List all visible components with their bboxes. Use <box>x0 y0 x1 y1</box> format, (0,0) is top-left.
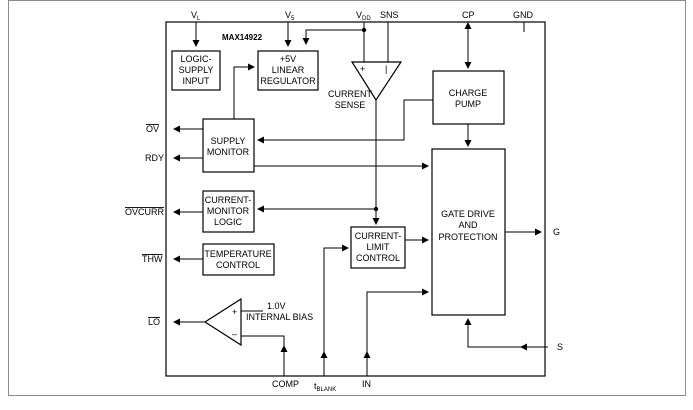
pin-sns-label: SNS <box>380 10 399 20</box>
sense-minus-sign: | <box>385 64 387 74</box>
pin-vdd-label: VDD <box>356 10 371 22</box>
current-monitor-label-3: LOGIC <box>214 217 243 227</box>
wire-in <box>366 288 429 376</box>
pin-gnd-label: GND <box>513 10 534 20</box>
chip-name: MAX14922 <box>222 33 263 42</box>
wire-s-gate <box>464 318 521 348</box>
pin-v5-label: V5 <box>285 10 295 22</box>
current-monitor-label-1: CURRENT- <box>205 195 252 205</box>
logic-supply-label-2: SUPPLY <box>179 65 214 75</box>
pin-ovcurr-label: OVCURR <box>125 207 165 217</box>
supply-monitor-block <box>202 118 255 173</box>
pin-comp-label: COMP <box>272 379 299 389</box>
wire-tblank <box>323 244 349 376</box>
linear-regulator-label-2: LINEAR <box>272 65 305 75</box>
pin-in-label: IN <box>362 379 371 389</box>
wire-regulator-monitor <box>233 63 255 119</box>
charge-pump-label-2: PUMP <box>455 99 481 109</box>
pin-vl-label: VL <box>191 10 201 22</box>
wire-vdd-regulator <box>302 29 364 45</box>
diagram-frame <box>8 0 686 396</box>
comparator-minus-sign: – <box>232 329 237 339</box>
pin-ov-label: OV <box>146 124 159 134</box>
current-limit-label-2: LIMIT <box>366 242 390 252</box>
current-limit-label-3: CONTROL <box>356 253 400 263</box>
comparator-plus-sign: + <box>232 307 237 317</box>
pin-cp-label: CP <box>462 10 475 20</box>
charge-pump-label-1: CHARGE <box>449 88 488 98</box>
cp-arrow-up <box>464 22 472 29</box>
linear-regulator-block <box>257 50 319 91</box>
linear-regulator-label-3: REGULATOR <box>260 76 316 86</box>
current-monitor-label-2: MONITOR <box>207 206 250 216</box>
gate-drive-label-1: GATE DRIVE <box>441 209 495 219</box>
internal-bias-label: INTERNAL BIAS <box>246 312 313 322</box>
temperature-control-label-2: CONTROL <box>216 260 260 270</box>
pin-g-label: G <box>553 227 560 237</box>
pin-tblank-label: tBLANK <box>314 381 336 393</box>
linear-regulator-label-1: +5V <box>280 54 296 64</box>
current-sense-label-2: SENSE <box>335 100 366 110</box>
supply-monitor-label-1: SUPPLY <box>211 136 246 146</box>
logic-supply-block <box>171 50 221 91</box>
current-limit-block <box>350 226 406 269</box>
sense-plus-sign: + <box>360 64 365 74</box>
internal-bias-voltage: 1.0V <box>267 301 286 311</box>
current-sense-label-1: CURRENT <box>328 89 373 99</box>
pin-thw-label: THW <box>142 254 163 264</box>
current-sense-amplifier <box>350 61 403 102</box>
chip-outline <box>165 21 546 377</box>
gate-drive-block <box>431 148 506 316</box>
current-limit-label-1: CURRENT- <box>355 231 402 241</box>
pin-lo-label: LO <box>148 317 160 327</box>
pin-rdy-label: RDY <box>145 153 164 163</box>
current-monitor-block <box>202 190 255 233</box>
temperature-control-label-1: TEMPERATURE <box>204 249 271 259</box>
gate-drive-label-3: PROTECTION <box>438 232 497 242</box>
supply-monitor-label-2: MONITOR <box>207 147 250 157</box>
pin-s-label: S <box>557 342 563 352</box>
wire-pump-monitor <box>257 99 433 144</box>
logic-supply-label-3: INPUT <box>183 76 211 86</box>
wire-comp <box>241 335 285 376</box>
charge-pump-block <box>432 70 505 125</box>
gate-drive-label-2: AND <box>458 220 478 230</box>
logic-supply-label-1: LOGIC- <box>180 54 211 64</box>
lo-comparator <box>203 297 242 347</box>
